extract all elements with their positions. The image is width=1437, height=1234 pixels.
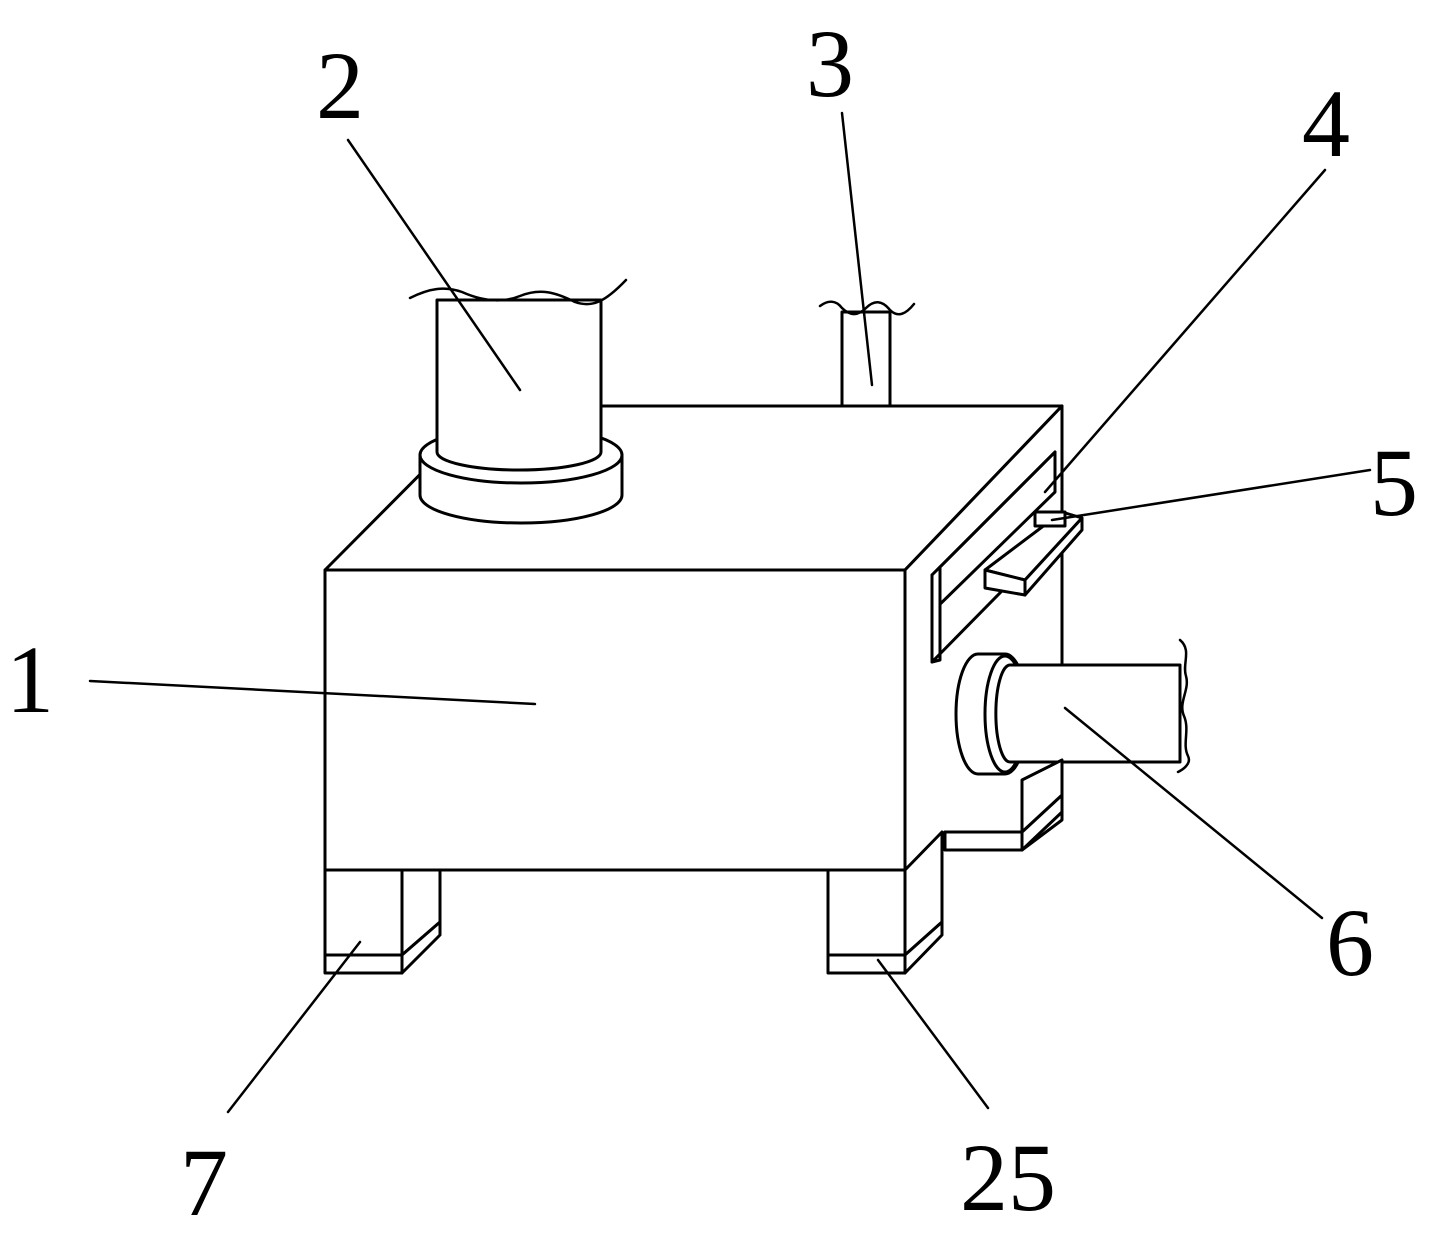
label-25: 25 [960, 1124, 1056, 1231]
label-4: 4 [1302, 70, 1350, 177]
leader-1 [88, 679, 537, 706]
leader-4 [1043, 168, 1327, 494]
leader-5 [1050, 468, 1372, 522]
reference-numerals: 1 2 3 4 5 6 7 25 [6, 10, 1418, 1234]
foot-right [826, 830, 944, 975]
panel-handle [983, 510, 1084, 597]
label-1: 1 [6, 626, 54, 733]
top-small-pipe [818, 300, 916, 408]
leader-2 [346, 138, 522, 392]
top-inlet-pipe [408, 278, 628, 525]
leader-7 [226, 940, 362, 1114]
foot-left [323, 868, 442, 975]
label-3: 3 [806, 10, 854, 117]
leader-6 [1063, 706, 1324, 920]
side-panel [930, 450, 1057, 664]
leader-25 [876, 958, 990, 1110]
label-7: 7 [180, 1129, 228, 1234]
foot-rear-right [943, 758, 1064, 852]
leader-lines [88, 111, 1372, 1114]
leader-3 [840, 111, 874, 387]
label-5: 5 [1370, 429, 1418, 536]
label-6: 6 [1326, 889, 1374, 996]
label-2: 2 [316, 32, 364, 139]
side-outlet-pipe [954, 638, 1191, 776]
